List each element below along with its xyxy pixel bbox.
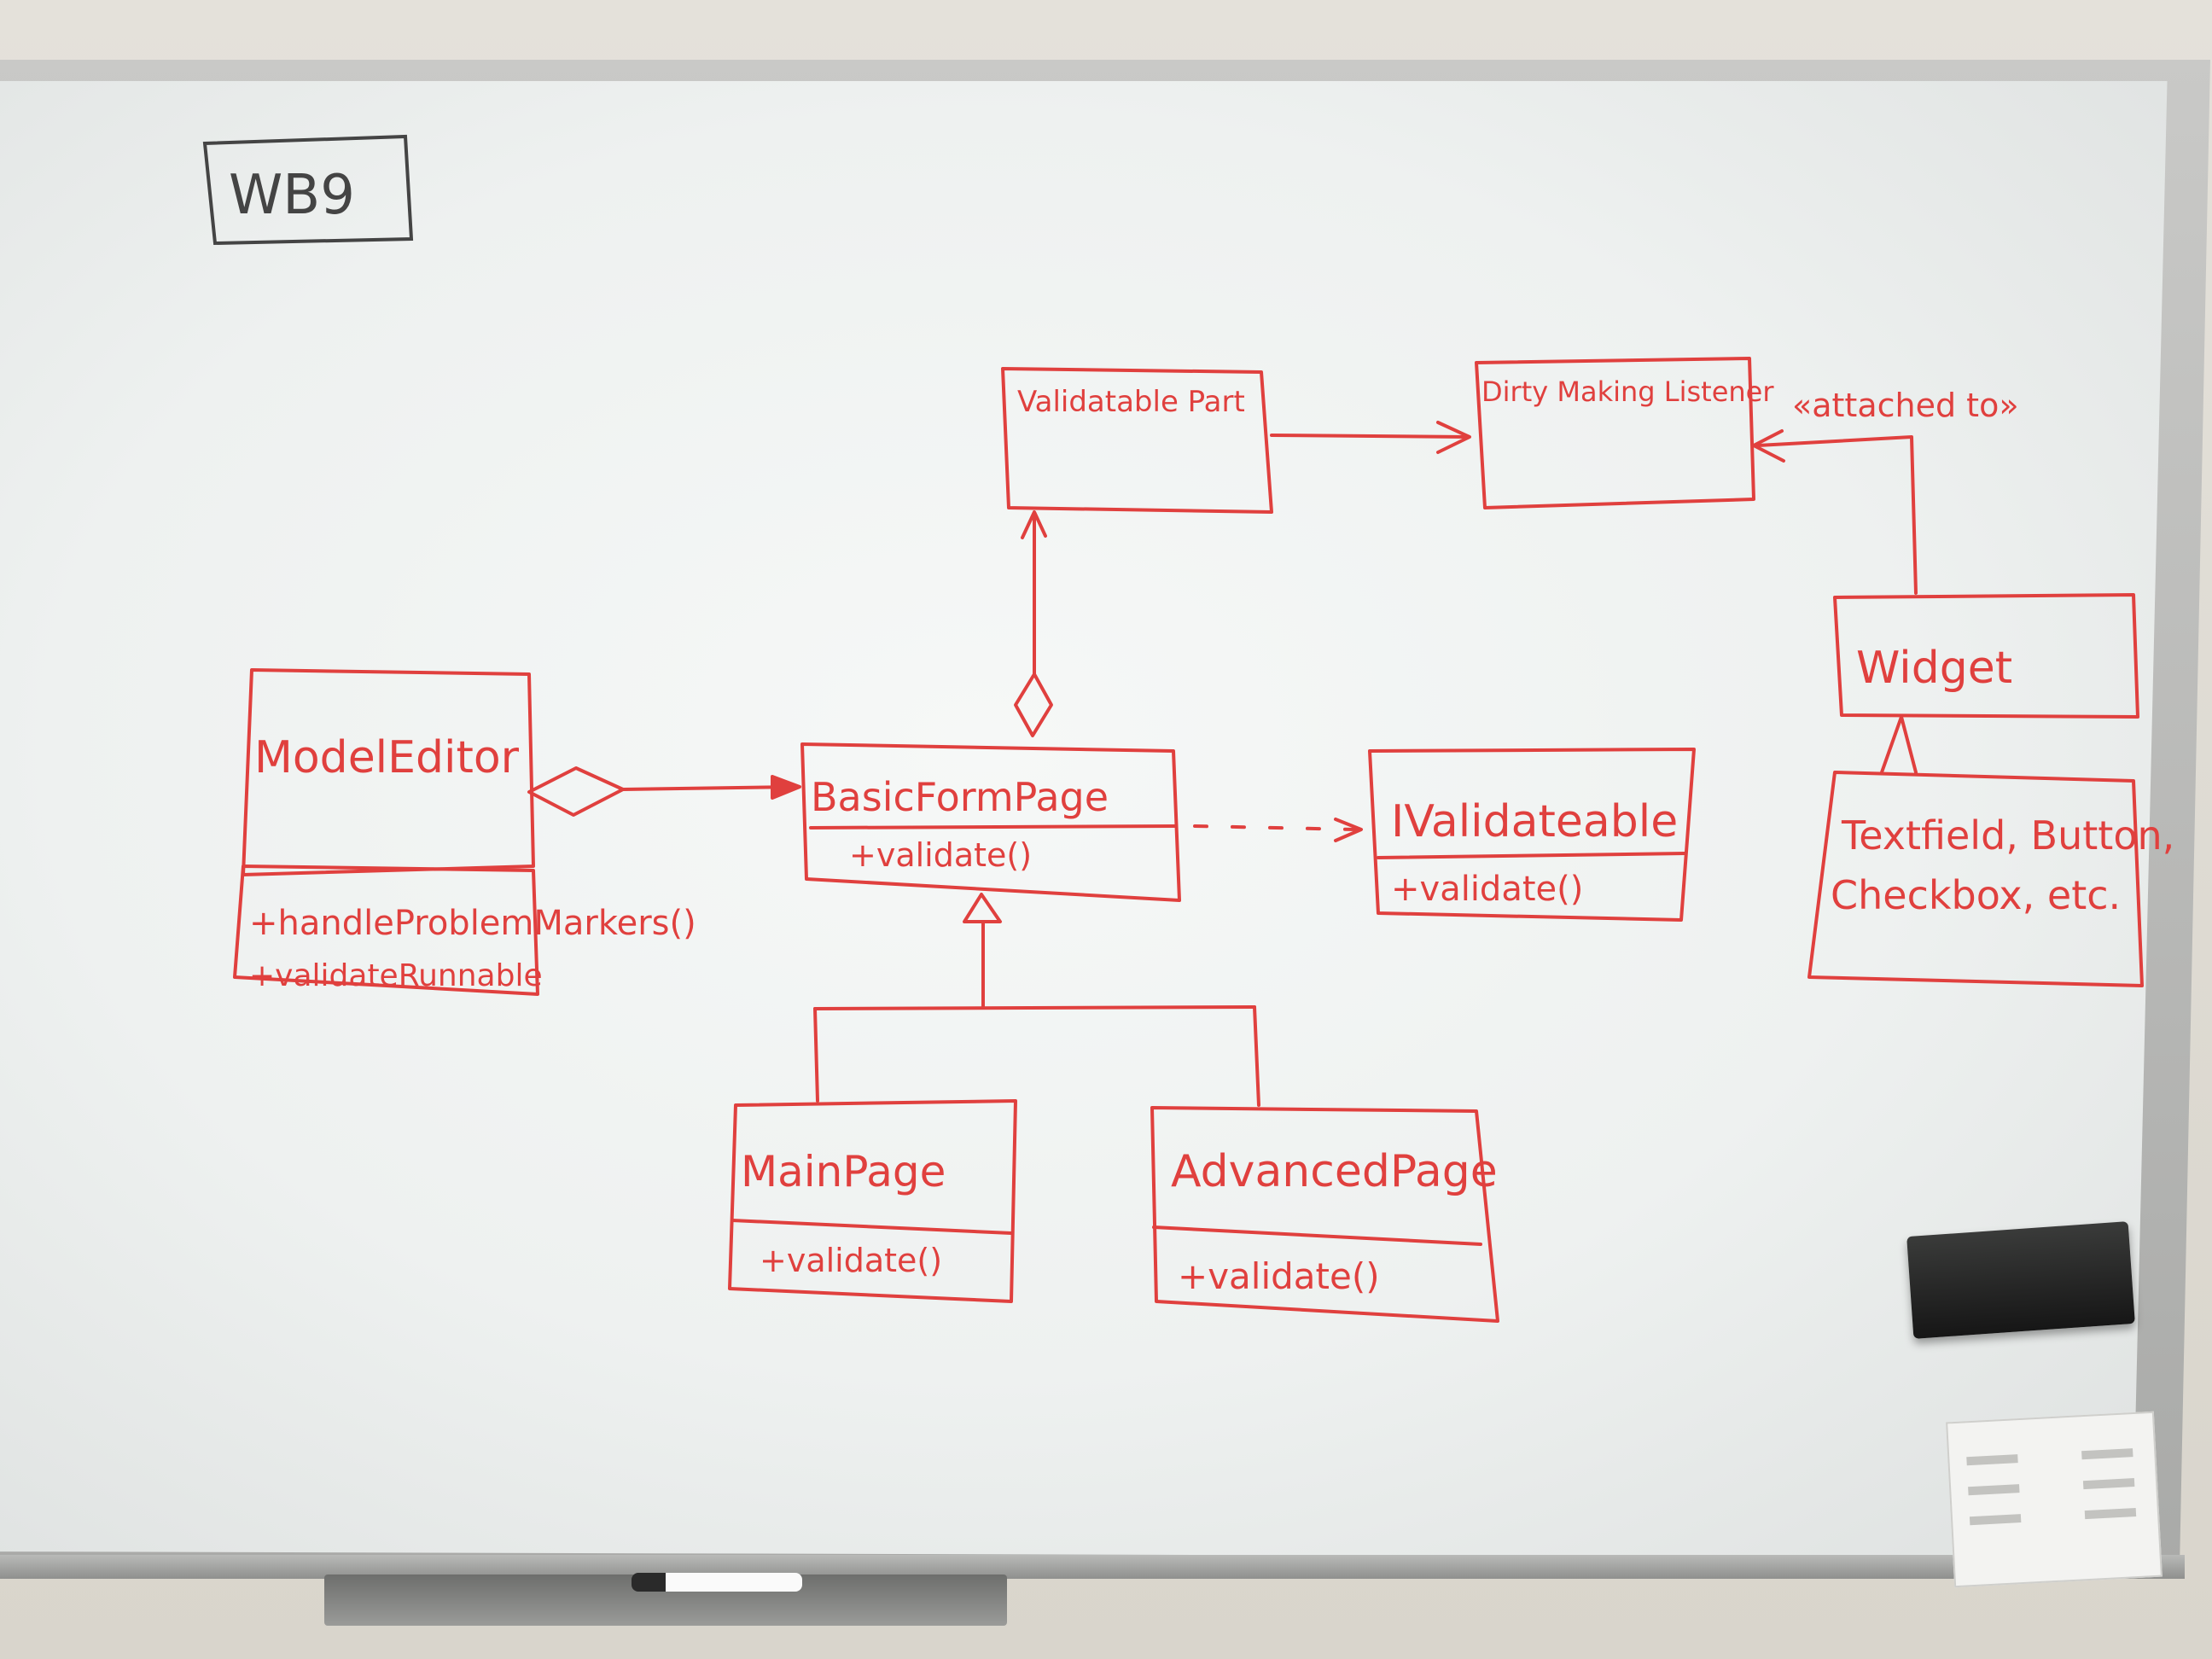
method-1: +validate() bbox=[1391, 870, 1583, 909]
class-name: Validatable Part bbox=[1017, 385, 1245, 419]
edge-modeleditor-basicformpage bbox=[527, 766, 801, 817]
class-name: BasicFormPage bbox=[811, 774, 1109, 820]
class-model-editor: ModelEditor +handleProblemMarkers() +val… bbox=[233, 668, 696, 996]
board-label-text: WB9 bbox=[229, 164, 355, 227]
edge-basicformpage-ivalidateable bbox=[1193, 818, 1363, 842]
edge-basicformpage-validatablepart bbox=[1014, 510, 1053, 737]
method-1: +handleProblemMarkers() bbox=[249, 904, 696, 943]
edge-label-attached-to: «attached to» bbox=[1792, 387, 2019, 424]
class-validatable-part: Validatable Part bbox=[1001, 367, 1273, 514]
edge-widget-listener: «attached to» bbox=[1752, 387, 2019, 595]
class-main-page: MainPage +validate() bbox=[728, 1099, 1017, 1303]
class-name: ModelEditor bbox=[254, 732, 520, 783]
method-2: +validateRunnable bbox=[249, 958, 543, 993]
class-advanced-page: AdvancedPage +validate() bbox=[1150, 1106, 1499, 1323]
class-name: IValidateable bbox=[1391, 796, 1678, 847]
edge-validatablepart-listener bbox=[1270, 421, 1471, 454]
method-1: +validate() bbox=[760, 1242, 942, 1279]
subtypes-line-1: Textfield, Button, bbox=[1841, 812, 2174, 859]
class-name: AdvancedPage bbox=[1171, 1146, 1498, 1197]
class-ivalidateable: IValidateable +validate() bbox=[1368, 748, 1696, 922]
class-name: Dirty Making Listener bbox=[1481, 375, 1774, 408]
edge-subtypes-widget bbox=[1880, 715, 1918, 774]
method-1: +validate() bbox=[1178, 1255, 1380, 1297]
class-widget-subtypes: Textfield, Button, Checkbox, etc. bbox=[1807, 771, 2174, 987]
board-label: WB9 bbox=[202, 134, 414, 246]
class-dirty-making-listener: Dirty Making Listener bbox=[1475, 357, 1774, 509]
class-basic-form-page: BasicFormPage +validate() bbox=[800, 742, 1181, 902]
whiteboard-surface bbox=[0, 81, 2168, 1557]
marker bbox=[632, 1573, 802, 1592]
eraser bbox=[1906, 1221, 2135, 1339]
edge-subpages-basicformpage bbox=[813, 893, 1260, 1107]
method-1: +validate() bbox=[849, 836, 1032, 874]
marker-holder bbox=[1946, 1411, 2163, 1588]
subtypes-line-2: Checkbox, etc. bbox=[1831, 872, 2121, 918]
class-name: Widget bbox=[1856, 643, 2012, 694]
class-widget: Widget bbox=[1833, 593, 2139, 719]
class-name: MainPage bbox=[741, 1147, 946, 1196]
